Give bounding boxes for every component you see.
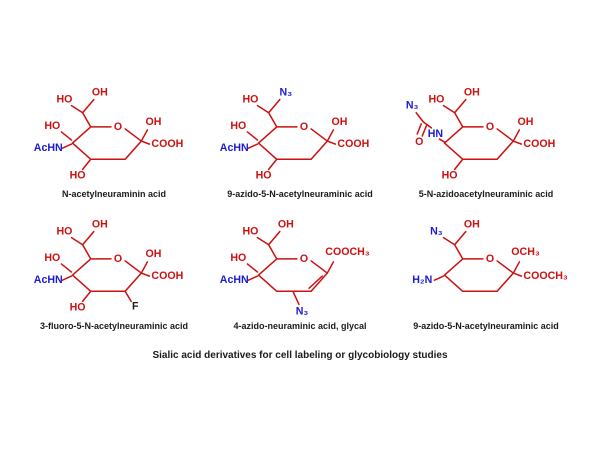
atom-label-ho-sidechain: HO xyxy=(428,94,444,106)
atom-label-oh-anomeric: OH xyxy=(517,116,533,128)
atom-label-ho-sidechain: HO xyxy=(242,94,258,106)
molecule-structure: HO OH HO AcHN HO O COOH OH xyxy=(34,87,183,182)
atom-label-cooh: COOH xyxy=(523,138,555,150)
molecule-card: HO N₃ HO AcHN HO O COOH OH 9-azido-5-N-a… xyxy=(207,82,393,200)
molecule-name: 9-azido-5-N-acetylneuraminic acid xyxy=(413,321,559,331)
atom-label-ho-sidechain: HO xyxy=(56,94,72,106)
atom-label-ring-oxygen: O xyxy=(486,121,494,133)
atom-label-ring-oxygen: O xyxy=(486,253,494,265)
atom-label-fluorine: F xyxy=(132,300,139,312)
atom-label-achn: AcHN xyxy=(220,142,249,154)
atom-label-h2n: H₂N xyxy=(412,274,432,286)
atom-label-ome: OCH₃ xyxy=(511,246,540,258)
bond-lines xyxy=(246,98,337,171)
bond-lines xyxy=(415,98,523,171)
atom-label-oh-sidechain: OH xyxy=(278,219,294,231)
molecule-name: 9-azido-5-N-acetylneuraminic acid xyxy=(227,189,373,199)
atom-label-ho-bottom: HO xyxy=(70,170,86,182)
atom-label-achn: AcHN xyxy=(34,142,63,154)
atom-label-ring-oxygen: O xyxy=(300,253,308,265)
bond-lines xyxy=(60,230,151,303)
structures-grid: HO OH HO AcHN HO O COOH OH N-acetylneura… xyxy=(21,82,579,332)
atom-label-cooh: COOH xyxy=(151,138,183,150)
atom-label-ho-sidechain: HO xyxy=(242,226,258,238)
molecule-card: HO OH HO AcHN HO O COOH OH F 3-fluoro-5-… xyxy=(21,214,207,332)
molecule-card: HO OH HO AcHN N₃ O COOCH₃ 4-azido-neuram… xyxy=(207,214,393,332)
atom-label-ring-oxygen: O xyxy=(114,121,122,133)
atom-label-azide: N₃ xyxy=(430,226,443,238)
molecule-card: N₃ OH H₂N O OCH₃ COOCH₃ 9-azido-5-N-acet… xyxy=(393,214,579,332)
atom-label-hn: HN xyxy=(428,128,443,140)
atom-label-cooh: COOH xyxy=(151,270,183,282)
atom-label-oh-anomeric: OH xyxy=(145,116,161,128)
atom-label-oh-anomeric: OH xyxy=(331,116,347,128)
atom-label-oh-sidechain: OH xyxy=(92,219,108,231)
atom-label-ho-left: HO xyxy=(230,120,246,132)
molecule-card: HO OH HO AcHN HO O COOH OH N-acetylneura… xyxy=(21,82,207,200)
atom-label-ring-oxygen: O xyxy=(114,253,122,265)
bond-lines xyxy=(433,230,523,293)
atom-label-ho-bottom: HO xyxy=(442,170,458,182)
atom-label-carbonyl-oxygen: O xyxy=(415,136,423,148)
atom-label-azide: N₃ xyxy=(406,100,419,112)
atom-label-oh-sidechain: OH xyxy=(92,87,108,99)
molecule-structure: N₃ O HN HO OH HO O COOH OH xyxy=(406,87,555,182)
molecule-name: 3-fluoro-5-N-acetylneuraminic acid xyxy=(39,321,189,331)
atom-label-cooh: COOH xyxy=(337,138,369,150)
molecule-structure: N₃ OH H₂N O OCH₃ COOCH₃ xyxy=(412,219,568,293)
atom-label-ho-bottom: HO xyxy=(256,170,272,182)
atom-label-achn: AcHN xyxy=(34,274,63,286)
atom-label-azide: N₃ xyxy=(280,87,293,99)
atom-label-ester: COOCH₃ xyxy=(325,246,369,258)
atom-label-ho-left: HO xyxy=(44,252,60,264)
molecule-structure: HO OH HO AcHN N₃ O COOCH₃ xyxy=(220,219,370,318)
molecule-name: N-acetylneuraminin acid xyxy=(61,189,167,199)
atom-label-oh-sidechain: OH xyxy=(464,87,480,99)
atom-label-ho-bottom: HO xyxy=(70,302,86,314)
atom-label-ho-left: HO xyxy=(230,252,246,264)
molecule-structure: HO OH HO AcHN HO O COOH OH F xyxy=(34,219,183,314)
atom-label-oh-anomeric: OH xyxy=(145,248,161,260)
molecule-structure: HO N₃ HO AcHN HO O COOH OH xyxy=(220,87,369,182)
atom-label-ho-sidechain: HO xyxy=(56,226,72,238)
molecule-card: N₃ O HN HO OH HO O COOH OH 5-N-azidoacet… xyxy=(393,82,579,200)
figure-caption: Sialic acid derivatives for cell labelin… xyxy=(152,350,448,361)
atom-label-ester: COOCH₃ xyxy=(523,270,567,282)
atom-label-oh-sidechain: OH xyxy=(464,219,480,231)
atom-label-ring-oxygen: O xyxy=(300,121,308,133)
bond-lines xyxy=(246,230,335,306)
atom-label-achn: AcHN xyxy=(220,274,249,286)
atom-label-ho-left: HO xyxy=(44,120,60,132)
bond-lines xyxy=(60,98,151,171)
atom-label-azide: N₃ xyxy=(296,306,309,318)
molecule-name: 5-N-azidoacetylneuraminic acid xyxy=(418,189,554,199)
molecule-name: 4-azido-neuraminic acid, glycal xyxy=(233,321,367,331)
